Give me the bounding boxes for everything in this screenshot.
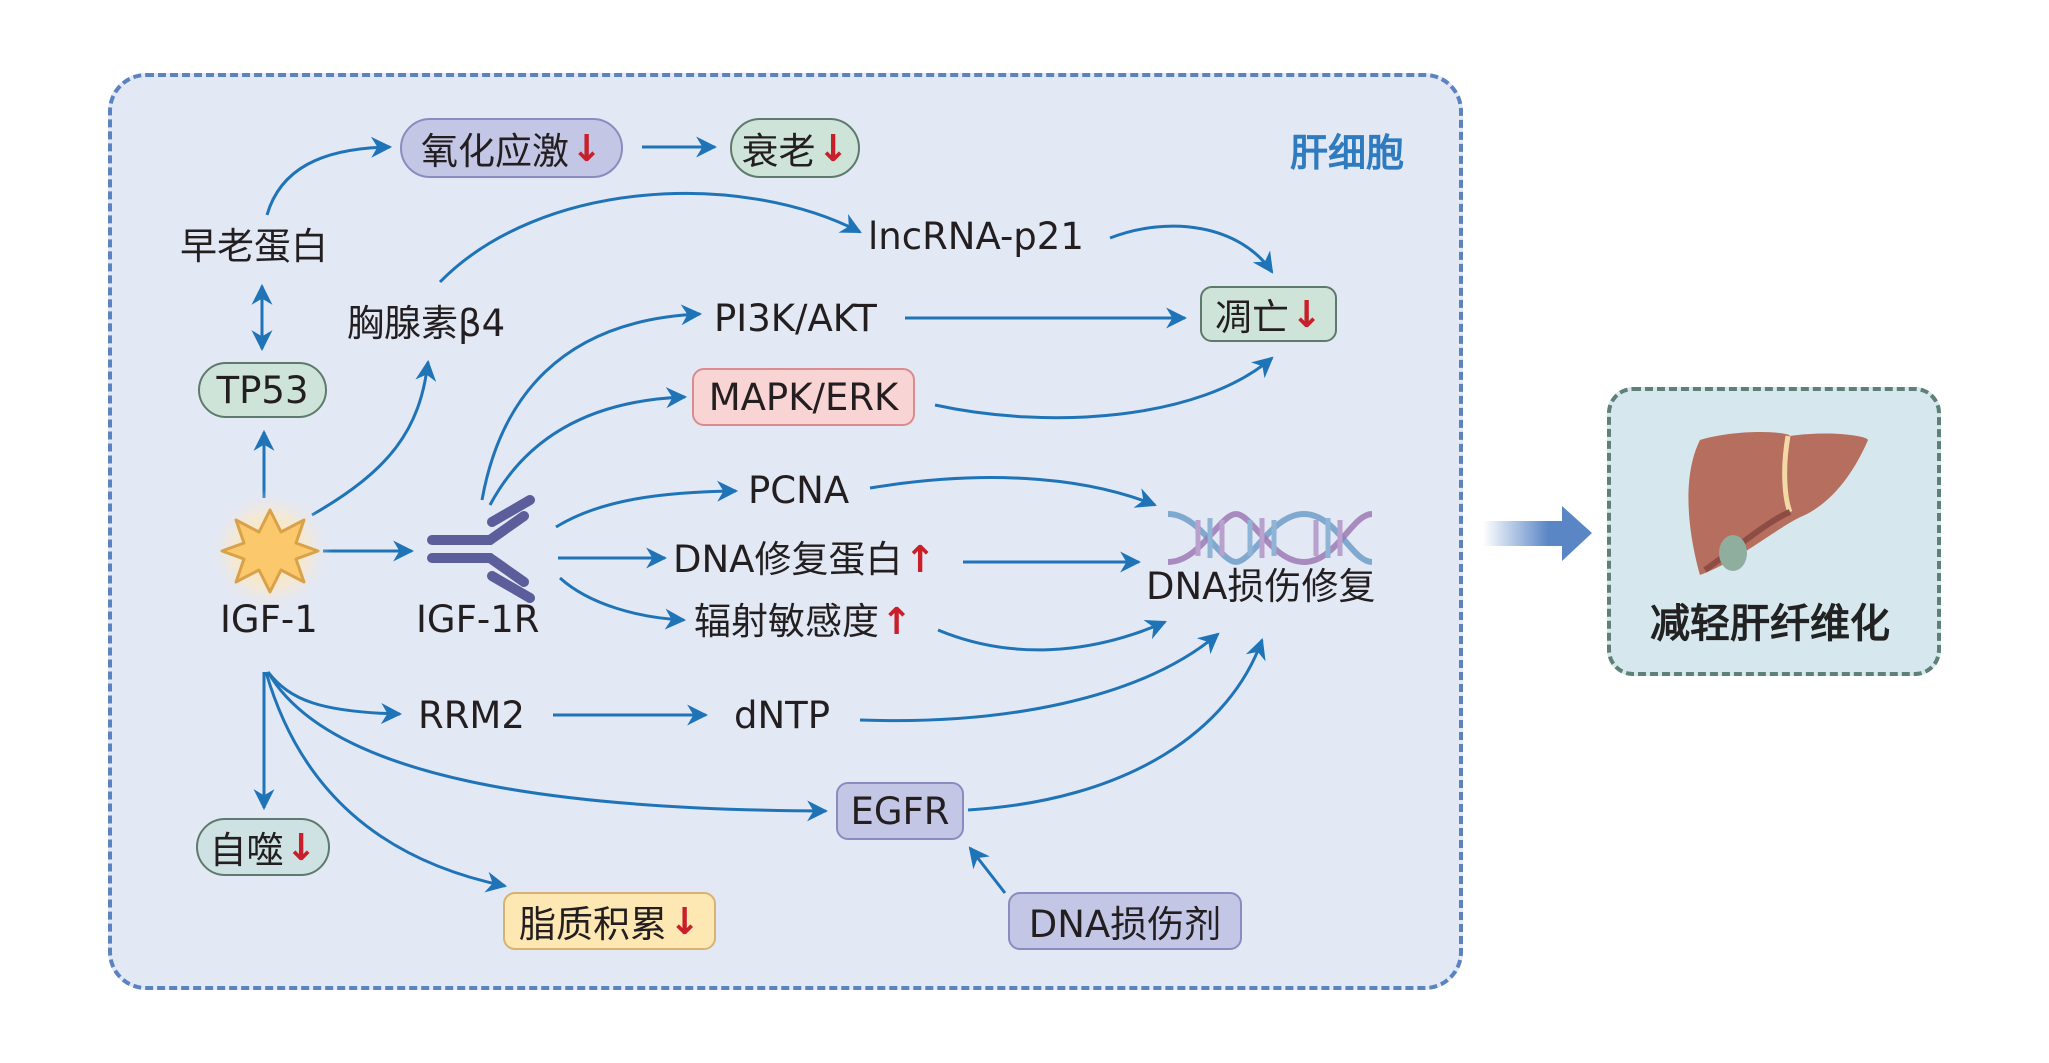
node-tp53: TP53 xyxy=(198,362,327,418)
node-dna-repair-protein: DNA修复蛋白↑ xyxy=(673,541,936,578)
edge-igf1-egfr xyxy=(266,671,829,822)
node-mapk-erk: MAPK/ERK xyxy=(692,368,915,426)
node-label: MAPK/ERK xyxy=(708,375,899,419)
down-arrow-icon: ↓ xyxy=(817,126,849,170)
edge-lncrna-apoptosis xyxy=(1109,224,1274,274)
up-arrow-icon: ↑ xyxy=(881,600,913,643)
node-dntp: dNTP xyxy=(734,694,831,737)
node-autophagy: 自噬↓ xyxy=(196,818,330,876)
node-oxidative-stress: 氧化应激↓ xyxy=(400,118,623,178)
down-arrow-icon: ↓ xyxy=(285,825,317,869)
outcome-label: 减轻肝纤维化 xyxy=(1650,601,1890,647)
edge-igf1r-radiosensitivity xyxy=(558,576,687,630)
node-label: EGFR xyxy=(850,789,950,833)
igf1-star-icon xyxy=(208,489,332,613)
edge-pcna-dna xyxy=(869,476,1157,508)
node-rrm2: RRM2 xyxy=(418,694,525,737)
node-label: 衰老 xyxy=(741,130,816,173)
hepatocyte-label: 肝细胞 xyxy=(1290,131,1405,175)
edge-agent-egfr xyxy=(968,846,1007,894)
node-label: DNA损伤剂 xyxy=(1028,903,1222,946)
node-pcna: PCNA xyxy=(748,469,850,512)
edge-thymosin-lncrna xyxy=(438,191,862,284)
igf1r-receptor-icon xyxy=(427,495,535,603)
edge-igf1r-pi3k xyxy=(480,304,703,501)
up-arrow-icon: ↑ xyxy=(904,538,936,581)
edge-dntp-dna xyxy=(859,632,1220,723)
node-dna-damage-repair: DNA损伤修复 xyxy=(1146,565,1376,608)
edge-mapk-apoptosis xyxy=(934,356,1274,420)
node-igf1: IGF-1 xyxy=(220,598,318,641)
down-arrow-icon: ↓ xyxy=(668,899,700,943)
down-arrow-icon: ↓ xyxy=(570,126,602,170)
node-label: 凋亡 xyxy=(1214,296,1289,339)
node-thymosin-b4: 胸腺素β4 xyxy=(347,302,506,345)
node-radiosensitivity: 辐射敏感度↑ xyxy=(694,603,912,640)
node-igf1r: IGF-1R xyxy=(416,598,540,641)
edge-igf1-thymosin xyxy=(311,359,437,517)
edge-progerin-oxidative xyxy=(265,136,393,216)
node-progerin: 早老蛋白 xyxy=(180,225,328,268)
node-apoptosis: 凋亡↓ xyxy=(1200,286,1337,342)
node-pi3k-akt: PI3K/AKT xyxy=(714,297,877,340)
node-label: 氧化应激 xyxy=(420,130,569,173)
hepatocyte-container xyxy=(108,73,1463,990)
dna-helix-icon xyxy=(1167,510,1373,566)
edge-igf1r-mapk xyxy=(488,387,688,506)
node-senescence: 衰老↓ xyxy=(730,118,860,178)
node-lipid-accumulation: 脂质积累↓ xyxy=(503,892,716,950)
edge-igf1r-pcna xyxy=(555,480,739,529)
outcome-arrow xyxy=(1483,506,1592,561)
node-label: DNA修复蛋白 xyxy=(673,538,903,581)
node-label: TP53 xyxy=(216,368,309,412)
down-arrow-icon: ↓ xyxy=(1290,292,1322,336)
edge-radiosensitivity-dna xyxy=(937,619,1167,652)
node-egfr: EGFR xyxy=(836,782,964,840)
edge-egfr-dna xyxy=(967,638,1266,812)
edge-igf1-rrm2 xyxy=(266,671,403,725)
node-label: 自噬 xyxy=(209,829,284,872)
node-dna-damaging-agent: DNA损伤剂 xyxy=(1008,892,1242,950)
edge-igf1-lipid xyxy=(264,671,508,893)
liver-icon xyxy=(1688,432,1868,575)
node-label: 辐射敏感度 xyxy=(694,600,879,643)
node-lncrna-p21: lncRNA-p21 xyxy=(868,215,1084,258)
node-label: 脂质积累 xyxy=(518,903,667,946)
